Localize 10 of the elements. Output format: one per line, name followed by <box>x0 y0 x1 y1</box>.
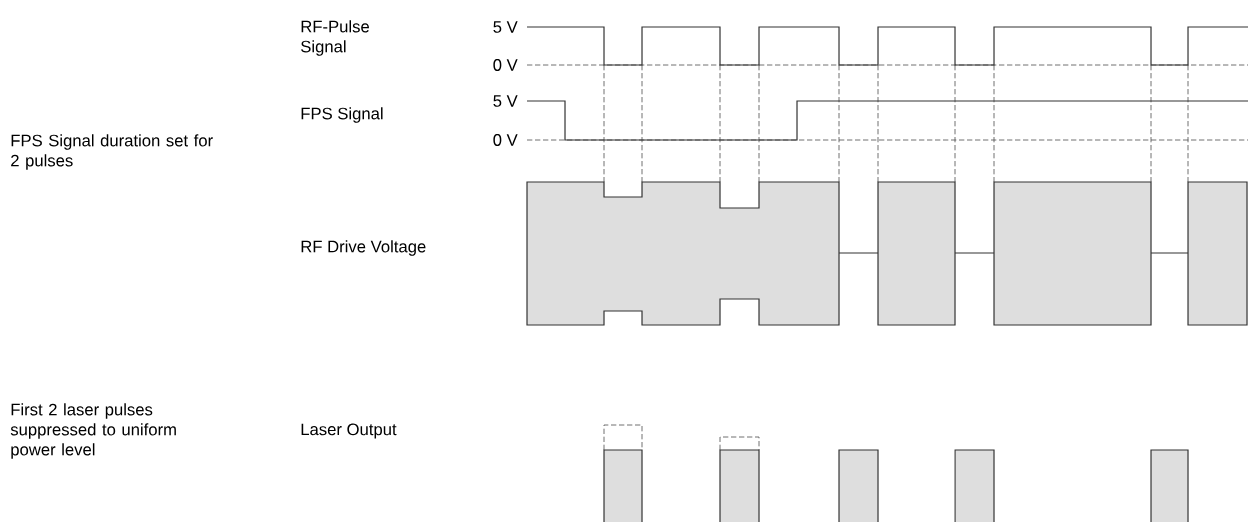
signal-label: RF Drive Voltage <box>301 240 426 256</box>
voltage-label: 5 V <box>493 95 518 107</box>
voltage-label: 0 V <box>493 134 518 146</box>
signal-label: FPS Signal <box>301 107 383 123</box>
voltage-label: 0 V <box>493 59 518 71</box>
signal-label: Laser Output <box>301 423 397 439</box>
note-text: First 2 laser pulses suppressed to uniform power level <box>10 403 176 459</box>
signal-label: RF-Pulse Signal <box>301 20 369 56</box>
voltage-label: 5 V <box>493 21 518 33</box>
note-text: FPS Signal duration set for 2 pulses <box>11 134 213 170</box>
